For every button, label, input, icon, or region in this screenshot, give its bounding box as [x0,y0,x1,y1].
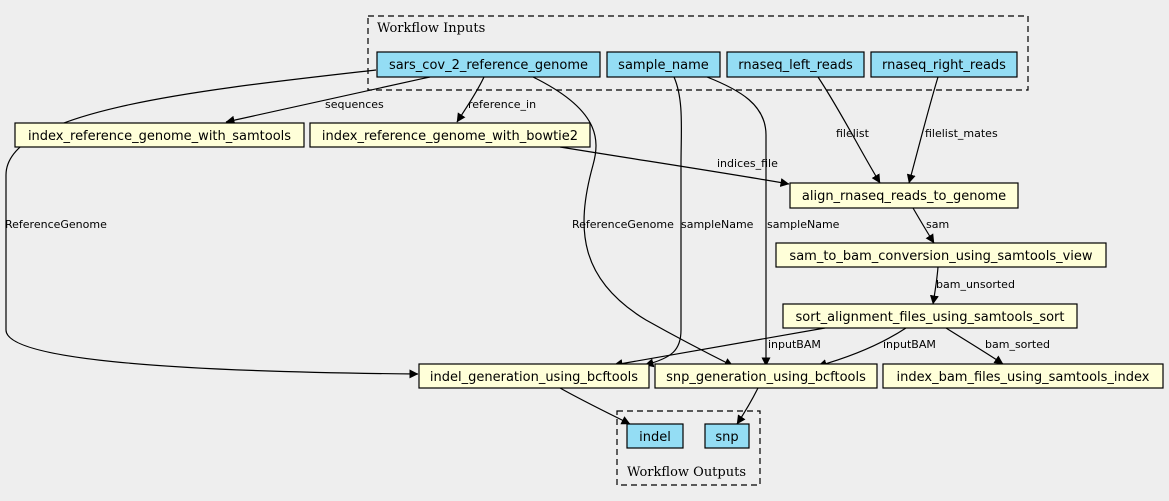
node-label: sort_alignment_files_using_samtools_sort [796,310,1065,325]
edge-sam-to-bam-to-sort: bam_unsorted [929,266,1015,305]
edge-ref-to-snp-gen: ReferenceGenome [532,76,734,367]
edge-label-filelist: filelist [836,127,870,140]
node-label: rnaseq_right_reads [882,58,1006,73]
edge-indel-gen-to-output [559,387,631,425]
edge-index-bowtie2-to-align: indices_file [559,146,790,187]
cluster-workflow-outputs: Workflow Outputs [616,410,761,486]
node-label: indel_generation_using_bcftools [430,370,638,385]
node-label: index_reference_genome_with_bowtie2 [322,129,578,144]
edge-ref-to-indel-gen: ReferenceGenome [5,69,419,379]
node-label: sam_to_bam_conversion_using_samtools_vie… [789,249,1093,264]
node-sample-name[interactable]: sample_name [606,51,721,78]
node-rnaseq-left-reads[interactable]: rnaseq_left_reads [726,51,865,78]
edge-sort-to-snp-gen: inputBAM [817,327,936,369]
node-sort-alignment-files[interactable]: sort_alignment_files_using_samtools_sort [782,303,1078,329]
node-index-reference-genome-with-samtools[interactable]: index_reference_genome_with_samtools [14,122,305,148]
node-label: index_bam_files_using_samtools_index [897,370,1150,385]
node-label: indel [639,430,671,445]
edge-label-reference-genome-indel: ReferenceGenome [5,218,107,231]
edge-label-indices-file: indices_file [717,157,778,170]
node-sam-to-bam-conversion[interactable]: sam_to_bam_conversion_using_samtools_vie… [775,242,1107,268]
edge-sort-to-indel-gen: inputBAM [613,327,826,368]
node-index-bam-files-using-samtools-index[interactable]: index_bam_files_using_samtools_index [882,363,1164,389]
node-label: sample_name [618,58,709,73]
node-label: align_rnaseq_reads_to_genome [802,189,1006,204]
node-label: sars_cov_2_reference_genome [389,58,588,73]
edge-sample-name-to-indel-gen: sampleName [644,76,754,368]
edge-label-reference-genome-snp: ReferenceGenome [572,218,674,231]
edge-ref-to-index-bowtie2: reference_in [456,76,536,123]
edge-align-to-sam-to-bam: sam [912,207,949,244]
node-label: rnaseq_left_reads [738,58,853,73]
cluster-workflow-inputs: Workflow Inputs [367,15,1029,91]
edge-sort-to-index-bam: bam_sorted [945,327,1050,365]
node-snp-generation-using-bcftools[interactable]: snp_generation_using_bcftools [654,363,878,389]
node-label: snp [715,430,738,445]
node-align-rnaseq-reads-to-genome[interactable]: align_rnaseq_reads_to_genome [789,182,1019,209]
node-label: snp_generation_using_bcftools [666,370,866,385]
edge-label-sample-name-indel: sampleName [681,218,754,231]
edge-label-bam-sorted: bam_sorted [985,338,1050,351]
edge-left-reads-to-align: filelist [817,76,881,184]
edge-label-filelist-mates: filelist_mates [925,127,998,140]
cluster-inputs-label: Workflow Inputs [377,21,485,36]
edge-label-reference-in: reference_in [468,98,536,111]
edge-label-sam: sam [926,218,949,231]
node-label: index_reference_genome_with_samtools [28,129,291,144]
edge-label-input-bam-snp: inputBAM [883,338,936,351]
edge-label-bam-unsorted: bam_unsorted [936,278,1015,291]
edge-right-reads-to-align: filelist_mates [906,76,998,184]
edge-label-input-bam-indel: inputBAM [768,338,821,351]
edge-label-sequences: sequences [325,98,384,111]
edge-snp-gen-to-output [736,387,759,425]
edge-ref-to-index-samtools: sequences [225,76,431,125]
cluster-outputs-label: Workflow Outputs [627,465,746,480]
node-output-indel[interactable]: indel [626,423,684,449]
node-index-reference-genome-with-bowtie2[interactable]: index_reference_genome_with_bowtie2 [309,122,591,148]
edge-sample-name-to-snp-gen: sampleName [706,76,840,367]
edge-label-sample-name-snp: sampleName [767,218,840,231]
node-sars-cov-2-reference-genome[interactable]: sars_cov_2_reference_genome [376,51,601,78]
node-rnaseq-right-reads[interactable]: rnaseq_right_reads [870,51,1018,78]
node-output-snp[interactable]: snp [704,423,750,449]
node-indel-generation-using-bcftools[interactable]: indel_generation_using_bcftools [418,363,650,389]
